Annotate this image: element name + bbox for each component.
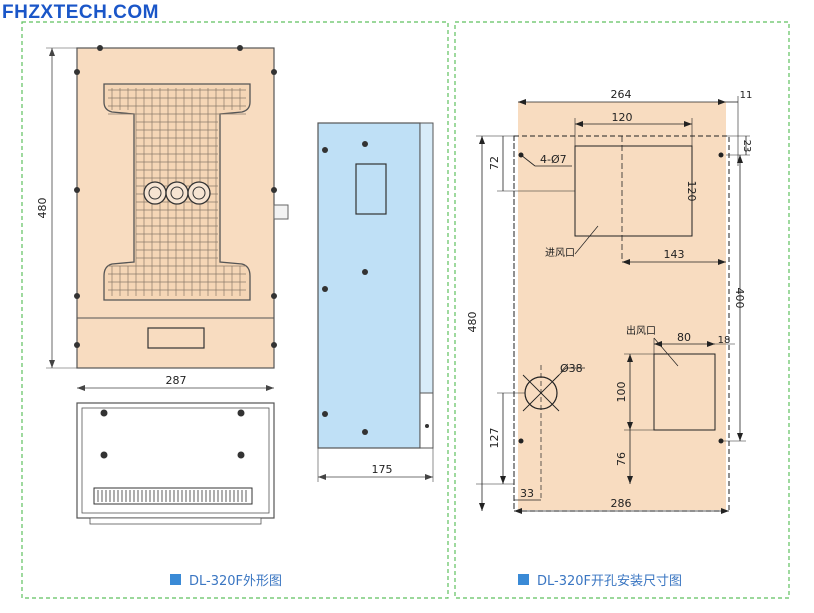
dim-127: 127 — [488, 428, 501, 449]
label-inlet: 进风口 — [545, 247, 575, 259]
top-view: 287 — [76, 374, 275, 525]
dim-inlet-width: 120 — [612, 111, 633, 124]
caption-left-text: DL-320F外形图 — [189, 574, 283, 589]
left-panel-frame — [21, 21, 449, 599]
caption-right-bullet — [518, 574, 529, 585]
dim-72: 72 — [488, 156, 501, 170]
side-connector — [273, 204, 289, 220]
fan-inner-3 — [192, 186, 206, 200]
fan-inner-1 — [148, 186, 162, 200]
dim-76: 76 — [615, 452, 628, 466]
fan-hole-2 — [165, 181, 189, 205]
caption-right: DL-320F开孔安装尺寸图 — [518, 570, 682, 589]
front-display-window — [147, 327, 205, 349]
dim-286: 286 — [611, 497, 632, 510]
front-view: 480 — [36, 45, 289, 369]
dim-23: 23 — [741, 140, 752, 153]
dim-143: 143 — [664, 248, 685, 261]
front-width-label: 287 — [166, 374, 187, 387]
caption-left-bullet — [170, 574, 181, 585]
dim-480-total: 480 — [466, 312, 479, 333]
fan-inner-2 — [170, 186, 184, 200]
fan-hole-3 — [187, 181, 211, 205]
dim-outlet-height: 100 — [615, 382, 628, 403]
top-bolts — [100, 409, 245, 459]
install-cutout-view: 264 11 120 120 23 72 4-Ø7 143 400 — [466, 88, 752, 514]
inlet-opening — [574, 145, 693, 237]
brand-logo-text: FHZXTECH.COM — [2, 2, 159, 23]
dim-outlet-width: 80 — [677, 331, 691, 344]
front-bolts — [74, 45, 277, 348]
dim-400: 400 — [733, 288, 746, 309]
outlet-opening — [653, 353, 716, 431]
dim-11: 11 — [740, 90, 753, 101]
side-bolts — [322, 141, 429, 435]
dim-hole-spec: 4-Ø7 — [540, 153, 567, 166]
side-depth-label: 175 — [372, 463, 393, 476]
dim-264: 264 — [611, 88, 632, 101]
side-window — [355, 163, 387, 215]
dim-33: 33 — [520, 487, 534, 500]
side-view: 175 — [317, 122, 434, 482]
caption-right-text: DL-320F开孔安装尺寸图 — [537, 574, 683, 589]
label-outlet: 出风口 — [626, 324, 656, 337]
dim-18: 18 — [718, 335, 731, 346]
top-vent-slots — [93, 487, 253, 505]
front-height-label: 480 — [36, 198, 49, 219]
dim-round-hole: Ø38 — [560, 362, 583, 375]
caption-left: DL-320F外形图 — [170, 570, 282, 589]
fan-hole-1 — [143, 181, 167, 205]
dim-inlet-height: 120 — [685, 181, 698, 202]
